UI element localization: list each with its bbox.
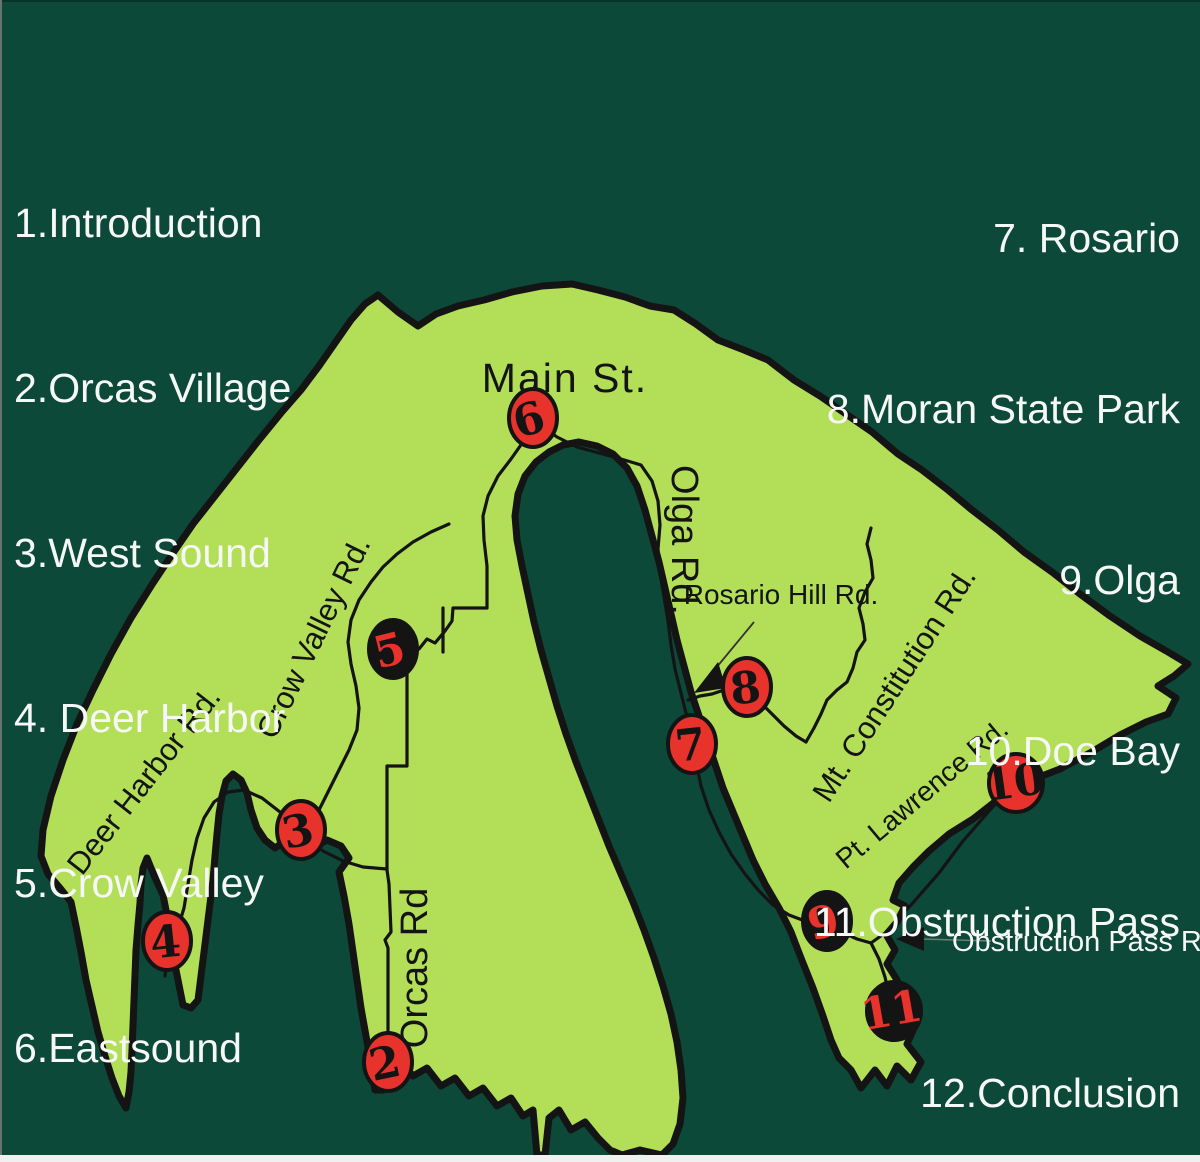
marker-8-number: 8: [728, 662, 764, 716]
marker-10[interactable]: 10: [980, 752, 1048, 814]
legend-item-moran-state-park[interactable]: 8.Moran State Park: [826, 386, 1180, 432]
marker-4-number: 4: [148, 916, 184, 970]
legend-item-olga[interactable]: 9.Olga: [1059, 557, 1180, 603]
legend-item-conclusion[interactable]: 12.Conclusion: [920, 1070, 1180, 1116]
marker-7-number: 7: [673, 719, 709, 773]
stop-markers: 2 3 4 5 6 7 8: [141, 387, 1048, 1093]
road-orcas-rd: [383, 424, 533, 1060]
marker-4[interactable]: 4: [141, 910, 193, 972]
label-rosario-hill-rd: Rosario Hill Rd.: [684, 579, 879, 610]
road-mt-constitution-rd: [804, 526, 875, 744]
legend-item-crow-valley[interactable]: 5.Crow Valley: [14, 860, 264, 906]
road-olga-rd: [537, 422, 873, 945]
top-edge-line: [0, 0, 1200, 2]
legend-item-west-sound[interactable]: 3.West Sound: [14, 530, 271, 576]
marker-11-number: 11: [857, 980, 926, 1041]
label-obstruction-pass-rd: Obstruction Pass Rd.: [952, 926, 1200, 958]
legend-left-column: 1.Introduction 2.Orcas Village 3.West So…: [14, 86, 291, 1162]
legend-item-deer-harbor[interactable]: 4. Deer Harbor: [14, 695, 286, 741]
legend-right-column: 7. Rosario 8.Moran State Park 9.Olga 10.…: [814, 96, 1180, 1162]
marker-7[interactable]: 7: [666, 713, 718, 775]
label-orcas-rd: Orcas Rd: [394, 888, 436, 1048]
marker-10-number: 10: [980, 753, 1048, 812]
marker-11[interactable]: 11: [857, 980, 926, 1042]
legend-item-doe-bay[interactable]: 10.Doe Bay: [965, 728, 1180, 774]
marker-3[interactable]: 3: [275, 799, 327, 861]
legend-item-rosario[interactable]: 7. Rosario: [993, 215, 1180, 261]
road-crow-valley-rd: [301, 522, 451, 835]
road-pt-lawrence-rd: [869, 787, 1013, 945]
legend-item-eastsound[interactable]: 6.Eastsound: [14, 1025, 242, 1071]
marker-5[interactable]: 5: [367, 618, 419, 680]
bottom-strip: [0, 1155, 1200, 1162]
obstruction-pass-callout-arrow: [896, 927, 992, 951]
orcas-island-landmass: [37, 280, 1192, 1159]
marker-6[interactable]: 6: [507, 387, 559, 449]
label-olga-rd: Olga Rd.: [663, 465, 705, 615]
legend-item-introduction[interactable]: 1.Introduction: [14, 200, 263, 246]
marker-2[interactable]: 2: [362, 1031, 414, 1093]
marker-9[interactable]: 9: [801, 890, 853, 952]
left-edge-line: [0, 0, 2, 1162]
legend-item-orcas-village[interactable]: 2.Orcas Village: [14, 365, 292, 411]
rosario-hill-callout-arrow: [694, 621, 755, 693]
label-main-st: Main St.: [482, 355, 648, 401]
marker-8[interactable]: 8: [721, 656, 773, 718]
legend-item-obstruction-pass[interactable]: 11.Obstruction Pass: [813, 899, 1180, 945]
